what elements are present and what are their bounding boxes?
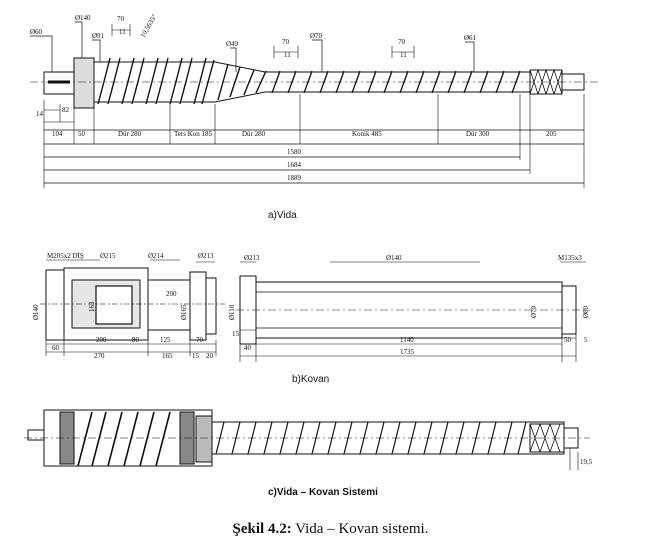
kovan-left-labels: M205x2 DİŞ Ø215 Ø214 Ø213 Ø140 163 200 Ø… xyxy=(32,252,214,360)
kovan-right-dim-4: 5 xyxy=(584,336,588,344)
caption-text: Vida – Kovan sistemi. xyxy=(291,521,429,537)
vida-seg-5: 205 xyxy=(546,130,557,138)
vida-total-0: 1580 xyxy=(287,148,302,156)
vida-top-dim-6: 11 xyxy=(400,51,407,59)
vida-drawing xyxy=(30,21,600,188)
kovan-right-dim-5: 1735 xyxy=(400,348,415,356)
kovan-right-dim-3: 50 xyxy=(564,336,572,344)
vida-top-dim-3: 70 xyxy=(282,38,290,46)
vida-total-2: 1889 xyxy=(287,174,302,182)
vida-top-dim-4: 11 xyxy=(284,51,291,59)
figure-caption: Şekil 4.2: Vida – Kovan sistemi. xyxy=(0,521,661,538)
vida-left-dim-2: 104 xyxy=(52,130,63,138)
kovan-left-label-7: Ø165 xyxy=(180,304,188,320)
vida-top-dim-2: 10,5635° xyxy=(139,13,159,39)
kovan-left-label-6: 200 xyxy=(166,290,177,298)
vida-dia-2: Ø91 xyxy=(92,32,105,40)
vida-dia-5: Ø61 xyxy=(464,34,477,42)
sistem-labels: 19,5 c)Vida – Kovan Sistemi xyxy=(268,458,593,498)
kovan-right-dim-1: 40 xyxy=(244,344,252,352)
vida-total-1: 1684 xyxy=(287,161,302,169)
kovan-left-label-4: Ø140 xyxy=(32,304,40,320)
kovan-right-drawing xyxy=(236,261,590,362)
kovan-right-label-3: Ø110 xyxy=(228,304,236,320)
kovan-right-label-5: Ø80 xyxy=(582,305,590,318)
vida-top-dim-0: 70 xyxy=(117,15,125,23)
kovan-right-label-1: Ø140 xyxy=(386,254,402,262)
sistem-subtitle: c)Vida – Kovan Sistemi xyxy=(268,487,378,498)
kovan-left-label-1: Ø215 xyxy=(100,252,116,260)
vida-top-dim-5: 70 xyxy=(398,38,406,46)
kovan-right-label-2: M135x3 xyxy=(558,254,582,262)
vida-dia-4: Ø70 xyxy=(310,32,323,40)
kovan-left-dim-8: 20 xyxy=(206,352,214,360)
kovan-left-dim-1: 200 xyxy=(96,336,107,344)
vida-labels: Ø60 Ø140 Ø91 Ø49 Ø70 Ø61 70 11 10,5635° … xyxy=(30,13,557,221)
kovan-left-drawing xyxy=(40,259,225,356)
vida-seg-0: Dür 280 xyxy=(118,130,142,138)
kovan-left-dim-0: 60 xyxy=(52,344,60,352)
vida-seg-2: Dür 280 xyxy=(242,130,266,138)
vida-left-dim-1: 82 xyxy=(62,106,70,114)
kovan-left-dim-6: 165 xyxy=(162,352,173,360)
vida-seg-1: Ters Kon 185 xyxy=(174,130,213,138)
vida-flange xyxy=(73,57,95,109)
kovan-left-dim-2: 80 xyxy=(132,336,140,344)
vida-seg-4: Dür 300 xyxy=(466,130,490,138)
vida-subtitle: a)Vida xyxy=(268,210,297,221)
kovan-right-label-0: Ø213 xyxy=(244,254,260,262)
kovan-left-dim-3: 125 xyxy=(160,336,171,344)
vida-left-dim-0: 14 xyxy=(36,110,44,118)
kovan-right-dim-0: 15 xyxy=(232,330,240,338)
sistem-flights-large xyxy=(77,411,171,467)
kovan-left-dim-7: 15 xyxy=(192,352,200,360)
vida-dia-3: Ø49 xyxy=(226,40,239,48)
kovan-right-dim-2: 1140 xyxy=(400,336,414,344)
caption-number: Şekil 4.2: xyxy=(232,521,292,537)
kovan-left-dim-5: 270 xyxy=(94,352,105,360)
kovan-right-label-4: Ø70 xyxy=(530,305,538,318)
kovan-right-labels: Ø213 Ø140 M135x3 Ø110 Ø70 Ø80 15 40 1140… xyxy=(228,254,590,385)
kovan-subtitle: b)Kovan xyxy=(292,374,329,385)
kovan-left-label-5: 163 xyxy=(88,301,96,312)
kovan-left-label-2: Ø214 xyxy=(148,252,164,260)
sistem-drawing xyxy=(24,409,590,470)
kovan-left-label-0: M205x2 DİŞ xyxy=(47,252,84,260)
vida-dia-0: Ø60 xyxy=(30,28,43,36)
vida-top-dim-1: 11 xyxy=(119,28,126,36)
vida-seg-3: Konik 485 xyxy=(352,130,382,138)
sistem-dim: 19,5 xyxy=(580,458,593,466)
vida-dia-1: Ø140 xyxy=(75,14,91,22)
kovan-left-dim-4: 70 xyxy=(196,336,204,344)
vida-left-dim-3: 50 xyxy=(78,130,86,138)
kovan-left-label-3: Ø213 xyxy=(198,252,214,260)
